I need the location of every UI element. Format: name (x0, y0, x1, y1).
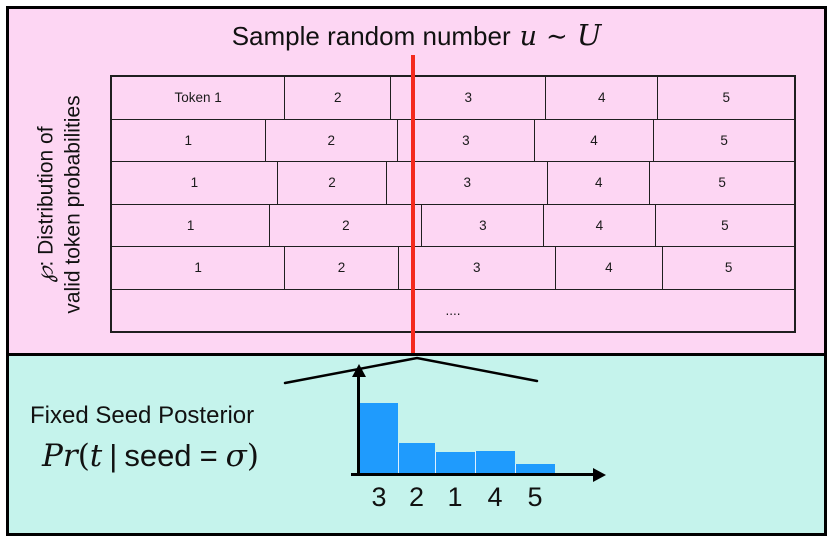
token-cell: 2 (284, 77, 390, 119)
formula-seed: seed (124, 438, 192, 473)
formula-open-paren: ( (77, 438, 90, 474)
uniform-distribution-symbol: U (576, 18, 602, 52)
token-cell: 3 (390, 77, 545, 119)
token-cell: 5 (649, 162, 794, 204)
distribution-side-label: ℘: Distribution of valid token probabili… (11, 75, 107, 333)
histogram-bar-label: 4 (487, 482, 503, 512)
histogram-bar (475, 451, 515, 473)
posterior-histogram-bars (360, 356, 570, 473)
histogram-bar (360, 403, 398, 473)
x-axis-arrowhead-icon (593, 467, 606, 482)
token-cell: 3 (421, 204, 543, 246)
token-cell: 4 (554, 247, 662, 289)
token-cell: 2 (276, 162, 386, 204)
token-cell: 1 (184, 132, 193, 148)
histogram-bar-label: 3 (371, 482, 387, 512)
title-text: Sample random number (231, 21, 511, 51)
formula-conditional-bar: | (109, 438, 118, 473)
table-row: .... (112, 288, 794, 332)
formula-equals: = (199, 438, 218, 473)
posterior-title: Fixed Seed Posterior (30, 402, 255, 429)
formula-close-paren: ) (246, 438, 259, 474)
script-p-symbol: ℘ (32, 266, 59, 283)
y-axis-arrowhead-icon (351, 364, 366, 377)
token-cell: 4 (543, 204, 655, 246)
histogram-bar (398, 443, 435, 473)
side-label-line2: valid token probabilities (61, 94, 85, 314)
token-cell: 5 (654, 204, 794, 246)
token-cell: 2 (264, 119, 398, 161)
token-cell: 4 (533, 119, 654, 161)
histogram-bar (435, 452, 475, 473)
figure-frame: Sample random number u ∼ U ℘: Distribution … (6, 6, 827, 536)
token-cell: 3 (397, 247, 555, 289)
histogram-bar (515, 464, 555, 473)
histogram-bar-label: 1 (447, 482, 463, 512)
histogram-x-axis (351, 473, 595, 476)
posterior-formula: Pr(t|seed=σ) (42, 438, 259, 474)
token-cell: 1 (186, 217, 195, 233)
side-label-line1: ℘: Distribution of (32, 125, 59, 283)
token-cell: 1 (190, 175, 199, 191)
token-cell: 5 (657, 77, 794, 119)
token-cell: Token 1 (174, 90, 222, 106)
title-u-variable: u (519, 21, 538, 52)
token-cell: 4 (547, 162, 649, 204)
formula-pr: Pr (42, 438, 78, 474)
token-cell: 3 (397, 119, 534, 161)
token-cell: 2 (269, 204, 421, 246)
side-label-text: ℘: Distribution of valid token probabili… (32, 95, 87, 313)
token-cell: 1 (194, 260, 202, 276)
token-cell: 4 (545, 77, 657, 119)
pink-section: Sample random number u ∼ U ℘: Distribution … (9, 9, 824, 353)
histogram-bar-label: 5 (527, 482, 543, 512)
token-cell: 5 (662, 247, 794, 289)
token-cell: 2 (284, 247, 398, 289)
figure-title: Sample random number u ∼ U (9, 18, 824, 52)
formula-sigma: σ (225, 438, 247, 474)
formula-t-variable: t (89, 438, 103, 474)
token-cell: 5 (653, 119, 794, 161)
histogram-y-axis (357, 375, 360, 473)
tilde-symbol: ∼ (546, 22, 568, 52)
token-cell: 3 (386, 162, 547, 204)
token-cell: .... (445, 302, 461, 318)
magnify-brace-lines (283, 356, 539, 385)
sample-u-line (411, 55, 415, 353)
histogram-bar-label: 2 (408, 482, 425, 512)
